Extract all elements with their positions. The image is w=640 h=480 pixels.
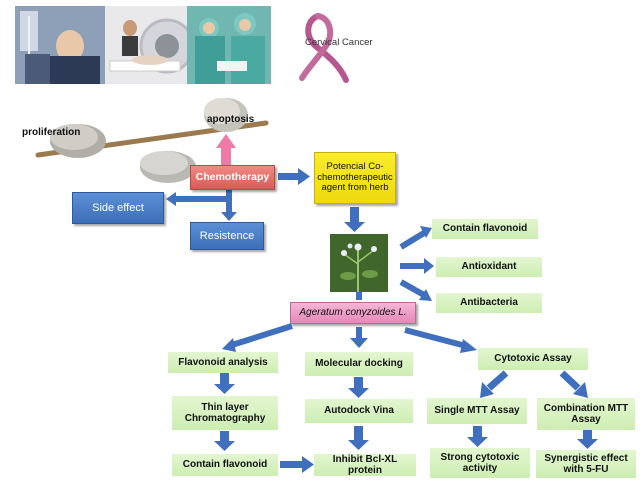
awareness-ribbon-icon [299,13,349,83]
ribbon-caption: Cervical Cancer [305,37,373,48]
herb-plant-photo [330,234,388,292]
resistence-node: Resistence [190,222,264,250]
plant-to-antibacteria-arrow [399,279,432,301]
docking-to-vina-arrow [348,377,369,398]
chemo-to-agent-arrow [278,168,310,185]
balance-illustration [35,98,269,183]
potential-agent-node: Potencial Co-chemotherapeutic agent from… [314,152,396,204]
plant-to-antioxidant-arrow [400,258,434,274]
flavonoid-analysis-to-tlc-arrow [214,373,235,394]
inhibit-bcl-node: Inhibit Bcl-XL protein [314,454,416,476]
contain-flavonoid-bottom-node: Contain flavonoid [172,454,278,476]
radiotherapy-illustration [105,6,187,84]
radiotherapy-photo [105,6,187,84]
flavonoid-analysis-node: Flavonoid analysis [168,352,278,373]
autodock-vina-node: Autodock Vina [305,399,413,423]
ageratum-to-cytotoxic-arrow [404,327,477,353]
molecular-docking-node: Molecular docking [305,352,413,376]
cytotoxic-to-combination-mtt-arrow [559,370,588,398]
ageratum-node: Ageratum conyzoides L. [290,302,416,324]
cytotoxic-to-single-mtt-arrow [480,370,509,398]
chemotherapy-node: Chemotherapy [190,165,275,190]
chemo-to-resistence-arrow [221,200,237,221]
antioxidant-node: Antioxidant [436,257,542,277]
contain-flavonoid-top-node: Contain flavonoid [432,219,538,239]
plant-to-ageratum-arrow [356,292,362,300]
combination-to-synergistic-arrow [577,430,598,449]
apoptosis-label: apoptosis [207,114,255,125]
agent-to-plant-arrow [344,207,365,232]
thin-layer-node: Thin layer Chromatography [172,396,278,430]
surgery-illustration [187,6,271,84]
cytotoxic-assay-node: Cytotoxic Assay [478,348,588,370]
chemo-to-side-effect-arrow [166,190,232,206]
vina-to-inhibit-arrow [348,426,369,450]
single-to-strong-arrow [467,426,488,447]
surgery-photo [187,6,271,84]
patient-chemo-photo [15,6,105,84]
single-mtt-node: Single MTT Assay [427,398,527,424]
plant-to-flavonoid-arrow [399,226,432,250]
ageratum-to-flavonoid-analysis-arrow [222,323,293,352]
synergistic-node: Synergistic effect with 5-FU [536,450,636,478]
proliferation-label: proliferation [22,127,81,138]
strong-cytotoxic-node: Strong cytotoxic activity [430,448,530,478]
antibacteria-node: Antibacteria [436,293,542,313]
combination-mtt-node: Combination MTT Assay [537,398,635,430]
chemo-to-apoptosis-arrow [216,134,236,166]
side-effect-node: Side effect [72,192,164,224]
herb-plant-illustration [330,234,388,292]
ageratum-to-docking-arrow [350,327,368,348]
patient-chemo-illustration [15,6,105,84]
contain-to-inhibit-arrow [280,456,314,473]
tlc-to-contain-flavonoid-arrow [214,431,235,451]
